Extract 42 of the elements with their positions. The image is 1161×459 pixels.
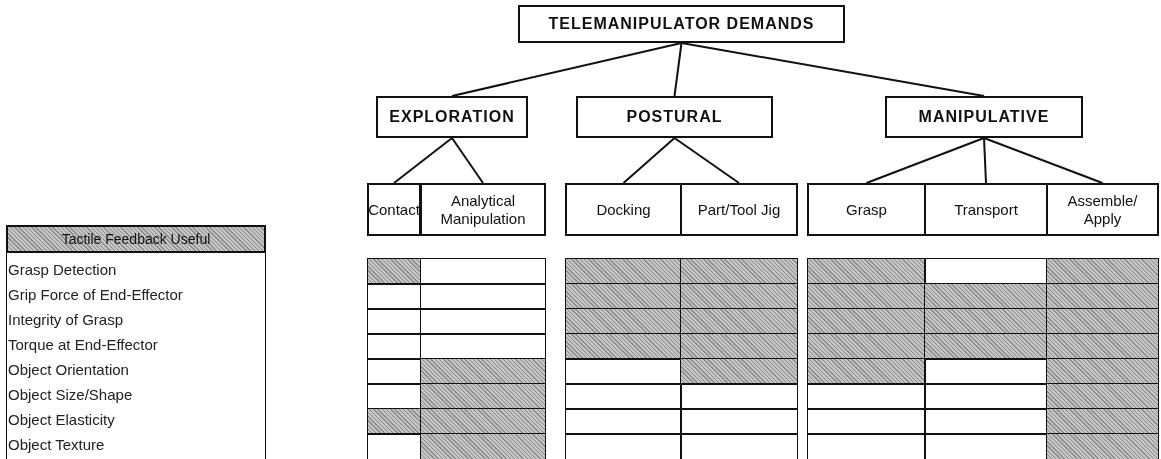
node-text: Contact <box>368 200 420 219</box>
connector-line <box>865 137 985 184</box>
category-box <box>885 96 1083 138</box>
connector-line <box>680 42 985 97</box>
node-text: EXPLORATION <box>389 107 515 127</box>
node-text: MANIPULATIVE <box>918 107 1050 127</box>
node-text: Analytical Manipulation <box>439 192 527 227</box>
subcategory-box <box>924 183 1048 236</box>
node-text: Part/Tool Jig <box>697 200 781 219</box>
row-label: Object Elasticity <box>8 411 115 428</box>
row-label: Grasp Detection <box>8 261 117 278</box>
node-text: POSTURAL <box>626 107 723 127</box>
node-text: Docking <box>596 200 651 219</box>
subcategory-box <box>565 183 682 236</box>
row-label: Object Texture <box>8 436 105 453</box>
row-label: Object Size/Shape <box>8 386 133 403</box>
subcategory-box <box>680 183 798 236</box>
category-box <box>376 96 528 138</box>
row-label: Object Orientation <box>8 361 129 378</box>
connector-line <box>622 137 676 184</box>
row-label: Integrity of Grasp <box>8 311 124 328</box>
row-label: Grip Force of End-Effector <box>8 286 183 303</box>
subcategory-box <box>367 183 421 236</box>
connector-line <box>451 42 683 97</box>
node-text: Transport <box>954 200 1018 219</box>
category-box <box>576 96 773 138</box>
row-label: Torque at End-Effector <box>8 336 158 353</box>
connector-line <box>393 137 453 184</box>
subcategory-box <box>807 183 926 236</box>
connector-line <box>451 137 484 184</box>
node-text: Tactile Feedback Useful <box>61 230 211 248</box>
connector-line <box>673 42 683 97</box>
node-text: TELEMANIPULATOR DEMANDS <box>548 14 815 34</box>
connector-line <box>673 137 740 184</box>
node-text: Grasp <box>846 200 887 219</box>
connector-line <box>983 137 987 184</box>
category-box <box>518 5 845 43</box>
connector-line <box>983 137 1104 184</box>
subcategory-box <box>420 183 546 236</box>
node-text: Assemble/ Apply <box>1066 192 1139 227</box>
subcategory-box <box>1046 183 1159 236</box>
header-box <box>6 225 266 253</box>
